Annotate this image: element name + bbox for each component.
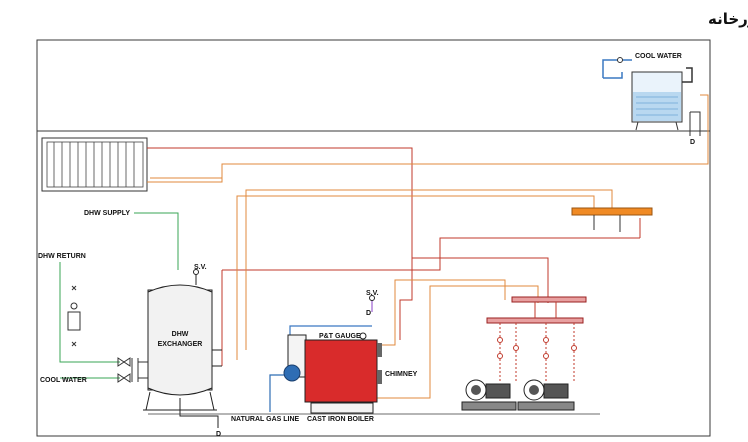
cool-water-feed xyxy=(602,59,632,79)
outer-border xyxy=(36,39,711,437)
label-exchanger-line2: EXCHANGER xyxy=(158,341,203,348)
exchanger-drain-mark: D xyxy=(216,431,221,438)
dhw-return-assembly xyxy=(67,285,81,347)
pump-risers xyxy=(499,323,575,382)
building-frame xyxy=(36,39,711,437)
page-title: نحوه نصب دیگ در موتورخانه xyxy=(708,10,748,28)
label-chimney: CHIMNEY xyxy=(385,371,418,378)
label-sv-exchanger: S.V. xyxy=(194,264,207,271)
exchanger-safety-valve xyxy=(193,269,199,285)
tank-water xyxy=(633,92,681,121)
circulation-pumps xyxy=(461,379,575,411)
label-cool-water-left: COOL WATER xyxy=(40,377,87,384)
float-valve-icon xyxy=(617,57,623,63)
dhw-exchanger: DHW EXCHANGER D S.V. xyxy=(143,264,222,438)
gas-pipe xyxy=(269,374,285,412)
burner-icon xyxy=(283,364,301,382)
pump-1 xyxy=(461,379,517,411)
boiler-safety-valve xyxy=(369,295,375,312)
dhw-pipes xyxy=(59,212,179,379)
drain-pipe xyxy=(689,111,701,136)
tank-leg-right xyxy=(675,121,679,131)
label-pt-gauge: P&T GAUGE xyxy=(319,333,361,340)
tank-vent-pipe xyxy=(682,67,693,83)
cast-iron-boiler: D xyxy=(283,295,382,414)
label-cool-water-top: COOL WATER xyxy=(635,53,682,60)
upper-header xyxy=(571,207,653,232)
label-natural-gas-line: NATURAL GAS LINE xyxy=(231,416,300,423)
expansion-tank: D COOL WATER xyxy=(602,53,701,146)
label-exchanger-line1: DHW xyxy=(172,331,189,338)
return-pipes xyxy=(147,94,709,399)
label-cast-iron-boiler: CAST IRON BOILER xyxy=(307,416,374,423)
supply-header xyxy=(486,296,587,324)
pt-gauge-icon xyxy=(359,332,367,340)
cold-water-inlet-valves xyxy=(117,357,148,383)
drain-mark: D xyxy=(690,139,695,146)
label-dhw-return: DHW RETURN xyxy=(38,253,86,260)
label-sv-boiler: S.V. xyxy=(366,290,379,297)
tank-leg-left xyxy=(635,121,639,131)
solar-collector xyxy=(41,137,148,192)
supply-pipes xyxy=(147,147,641,366)
boiler-drain-mark: D xyxy=(366,310,371,317)
riser-valves xyxy=(497,337,577,359)
label-dhw-supply: DHW SUPPLY xyxy=(84,210,130,217)
pump-2 xyxy=(517,379,575,411)
